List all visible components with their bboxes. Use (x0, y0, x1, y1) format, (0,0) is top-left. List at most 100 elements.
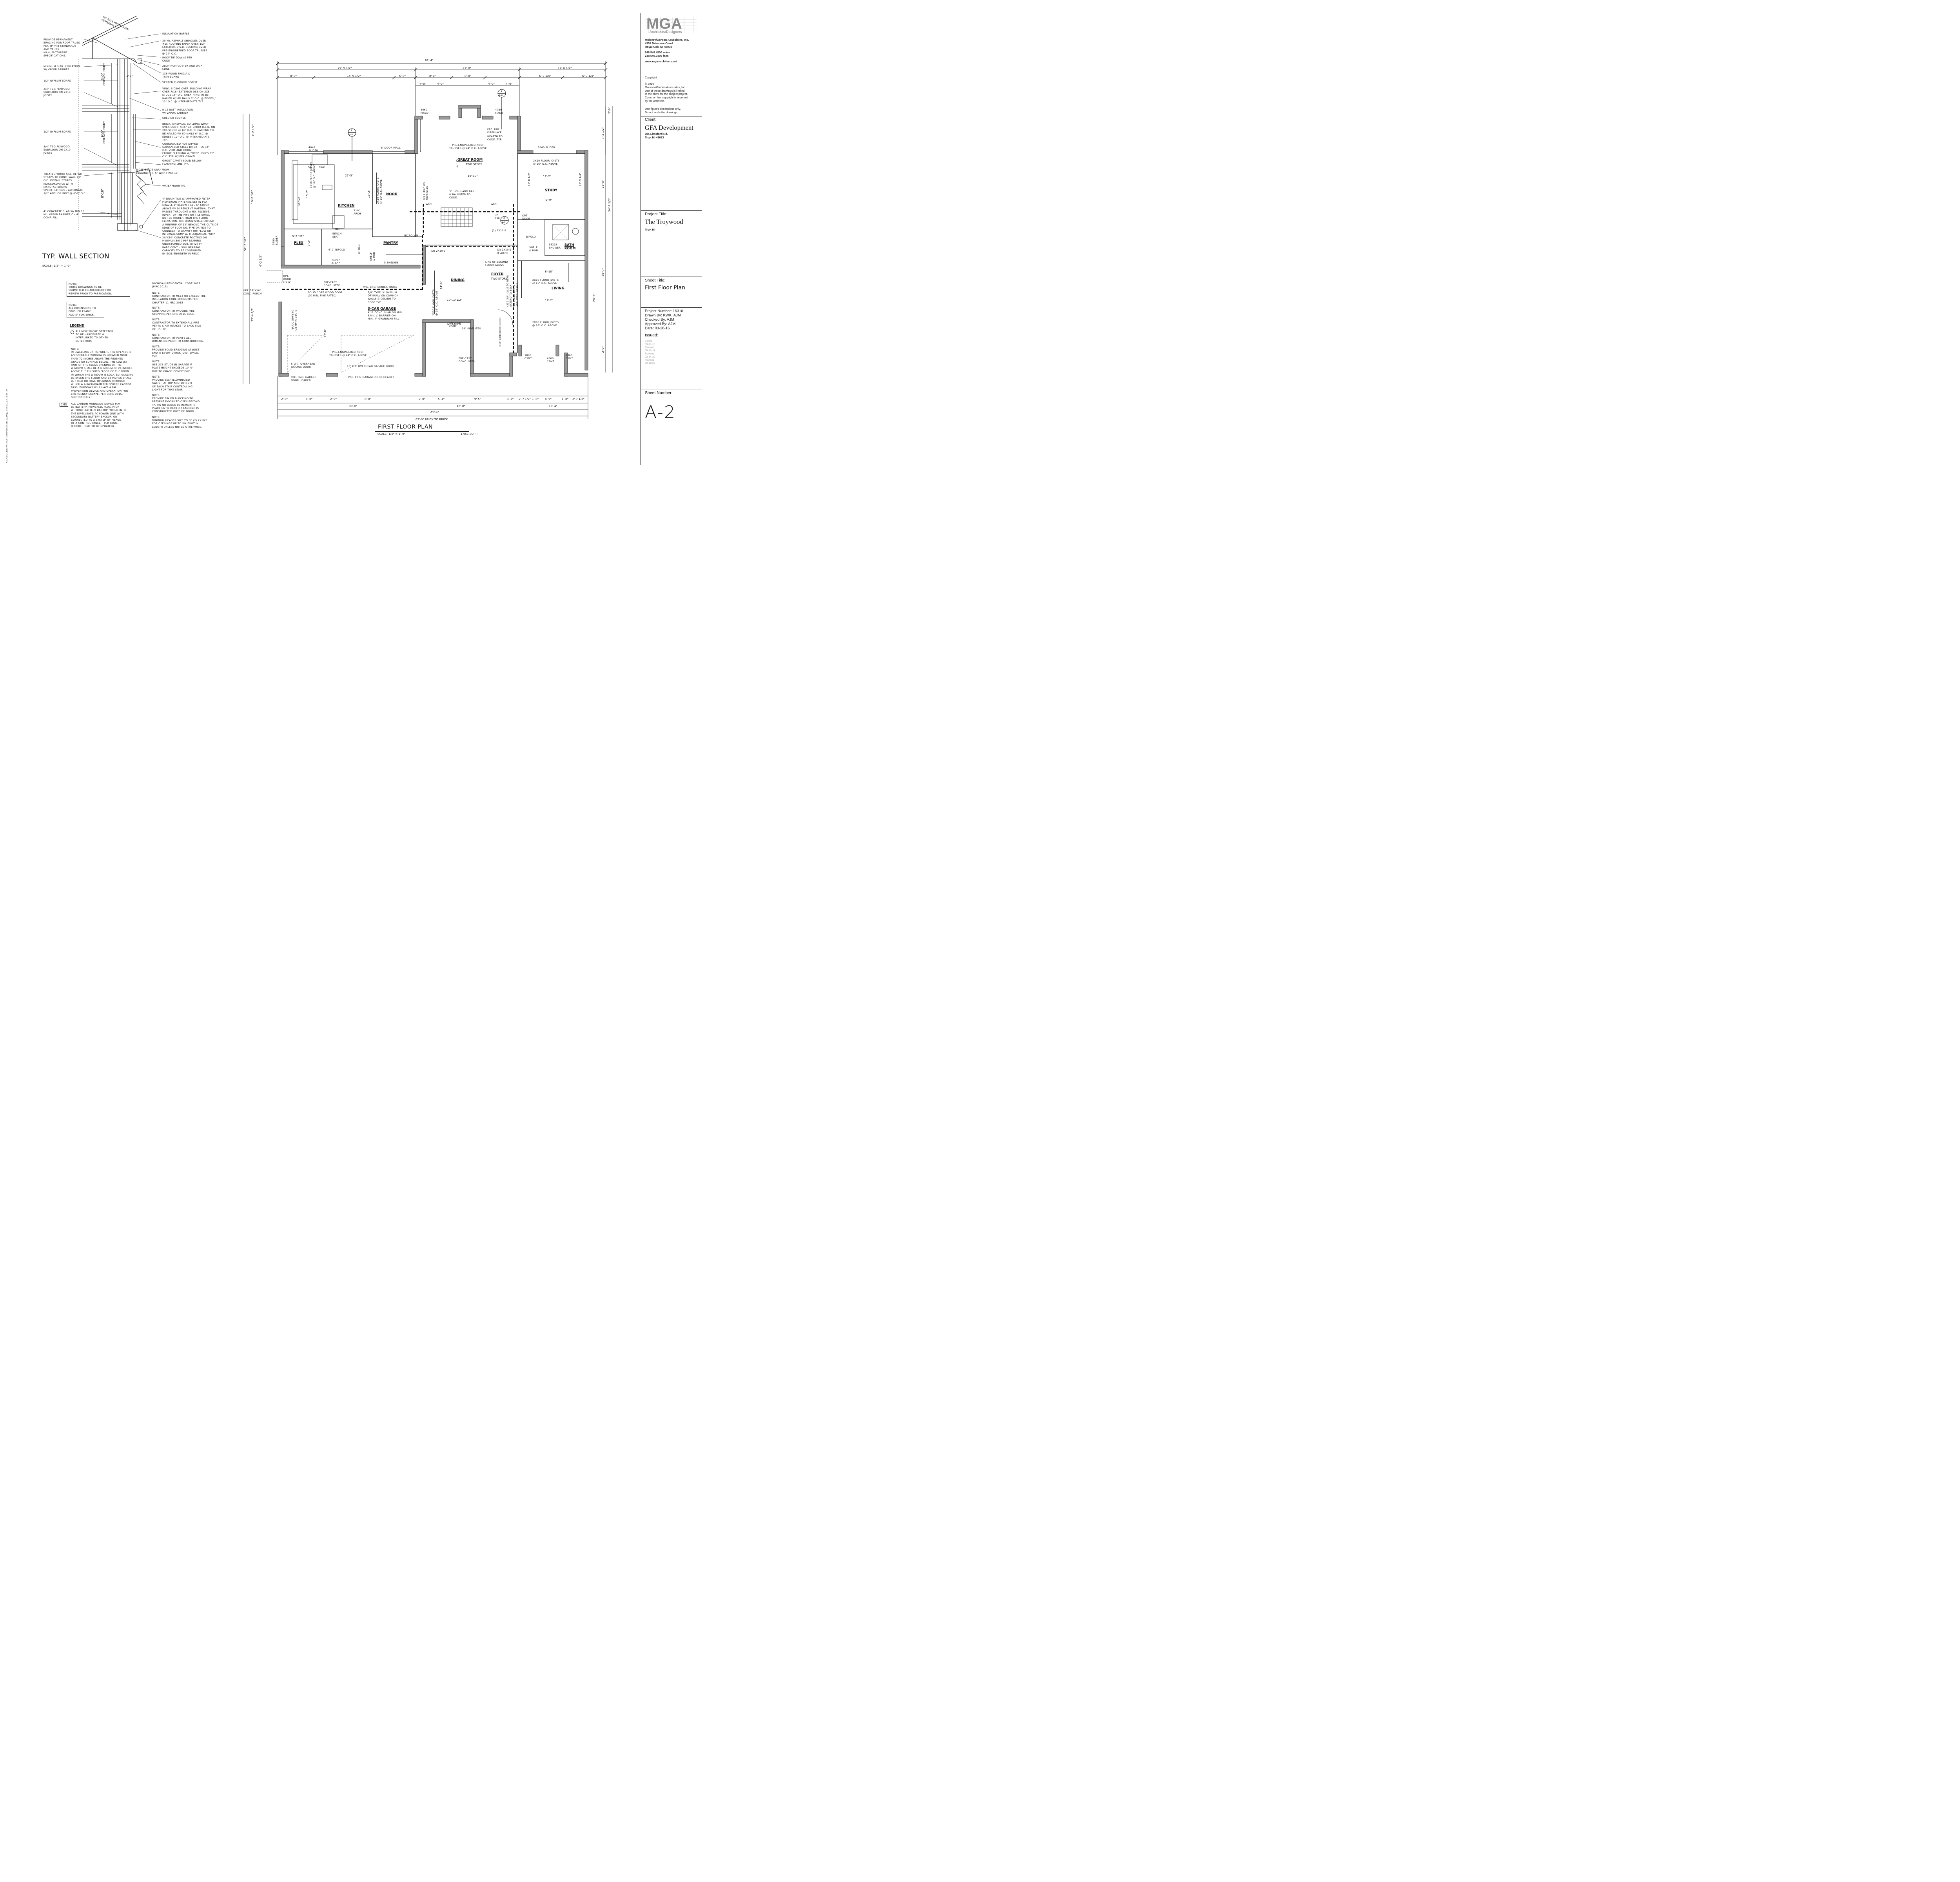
header-2x10-flush: (2) 2x10's (FLUSH) (497, 248, 511, 255)
right-label-grout: GROUT CAVITY SOLID BELOW FLASHING LINE T… (162, 159, 202, 166)
header-2x10-1: (2) 2x10's (431, 249, 445, 253)
dim-top-row2-c: 12'-6 1/2" (558, 66, 572, 70)
room-kitchen-dim3: 15'-2" (367, 190, 370, 198)
room-great-room-dim2: 17'-1" (456, 160, 459, 168)
project-name: The Troywood (645, 218, 683, 225)
plan-title-rule (375, 431, 469, 432)
dim-bot-2: 8'-0" (306, 397, 312, 401)
dim-left-3: 52'-3 1/2" (243, 237, 247, 251)
dim-top-row2-b: 21'-0" (463, 66, 471, 70)
nook-joists-note: 2X10 FLOOR JOISTS @ 16" O.C. ABOVE (376, 177, 383, 204)
dim-left-1: 7'-2 1/2" (251, 124, 255, 136)
dim-bot-13: 2'-7 1/2" (572, 397, 584, 401)
plan-area: 1,951 SQ FT (461, 432, 478, 436)
project-number: Project Number: 16310 (645, 309, 683, 313)
firm-fax: 248.549.7300 facs. (645, 54, 670, 58)
dim-bot-1: 2'-0" (281, 397, 288, 401)
csmt-4060: 4060 CSMT (547, 357, 554, 363)
room-study-dim1: 12'-2" (543, 175, 551, 178)
left-label-subfloor-1: 3/4" T&G PLYWOOD SUBFLOOR ON 2X10 JOISTS (44, 87, 71, 97)
project-title-label: Project Title: (645, 212, 668, 216)
mga-logo: MGA Architects/Designers (645, 16, 697, 35)
plan-title: FIRST FLOOR PLAN (378, 424, 433, 430)
legend-smoke-note: ALL NEW SMOKE DETECTOR TO BE HARDWIRED &… (76, 330, 113, 343)
garage-header-2: PRE. ENG. GARAGE DOOR HEADER (348, 376, 395, 379)
dim-top-row3-c: 5'-0" (399, 74, 406, 78)
hand-rail-note: 3' HIGH HAND RAIL & BALUSTER TO CODE. (449, 190, 475, 200)
room-kitchen-dim2: 15'-2" (306, 190, 309, 198)
csmt-3060: (2) 3060 CSMT (449, 322, 461, 328)
fixed-4060-left: 4060 FIXED (421, 108, 429, 115)
room-flex-dim2: 7'-2" (307, 240, 310, 246)
drawn-by: Drawn By: KWK, AJM (645, 313, 681, 318)
dim-bot-row3: 61'-4" (430, 411, 439, 414)
room-bath: BATH ROOM (564, 243, 576, 250)
dim-top-row3-a: 8'-0" (290, 74, 297, 78)
smoke-detector-icon (71, 331, 74, 334)
right-label-soffit: VENTED PLYWOOD SOFFIT (162, 81, 198, 84)
dim-top-row2-a: 27'-9 1/2" (338, 66, 352, 70)
general-note-4: NOTE: CONTRACTOR TO VERIFY ALL DIMENSION… (152, 333, 205, 343)
microlam-1: (2) 1 3/4" LVL MICROLAM (423, 182, 429, 200)
firm-name: Moiseev/Gordon Associates, Inc. (645, 38, 689, 42)
room-flex: FLEX (294, 241, 303, 245)
dim-right-7: 2'-0" (601, 346, 604, 353)
client-address: 985 Elmsford Rd. Troy, MI 48083 (645, 132, 668, 139)
room-flex-dim: 9'-2 1/2" (292, 235, 304, 238)
wall-section-height-3: 8'-10" (101, 189, 104, 198)
precast-step-1: PRE-CAST CONC. STEP (324, 281, 340, 287)
fireplace-label: PRE. FAB. FIREPLACE (487, 128, 502, 134)
living-joists-note-2: 2X10 FLOOR JOISTS @ 16" O.C. ABOVE (532, 321, 559, 327)
shelf-rod-bath: SHELF & ROD (529, 246, 538, 253)
cmd-tag: CMD (60, 403, 69, 407)
microlam-2: MICROLAM (404, 234, 418, 237)
right-label-siding: VINYL SIDING OVER BUILDING WRAP OVER 7/1… (162, 87, 216, 103)
logo-subtext: Architects/Designers (650, 30, 682, 34)
note-box-truss: NOTE: TRUSS DRAWINGS TO BE SUBMITTED TO … (67, 281, 130, 297)
dim-right-1: 2'-0" (608, 107, 611, 114)
file-path-label: C:\AAAA DRAWINGS\Troywood 16310A2.dwg, 2… (5, 389, 8, 463)
room-pantry: PANTRY (383, 241, 398, 245)
client-name: GFA Development (645, 124, 693, 131)
left-label-sill: TREATED WOOD SILL TIE WITH STRAPS TO CON… (44, 173, 87, 195)
tb-divider-3 (641, 210, 702, 211)
right-label-brick: BRICK, AIRSPACE, BUILDING WRAP OVER CONT… (162, 122, 215, 142)
right-label-gutter: ALUMINUM GUTTER AND DRIP EDGE (162, 64, 202, 71)
dining-joists-note: 2X10 FLOOR JOISTS @ 16" O.C. ABOVE (432, 289, 439, 316)
note-box-dimensions: NOTE: ALL DIMENSIONS TO FINISHED FRAME A… (67, 302, 104, 318)
left-label-gypsum-2: 1/2" GYPSUM BOARD (44, 130, 72, 133)
bifold-2: BIFOLD (358, 244, 361, 254)
room-study-dim2: 9'-0" (546, 198, 552, 202)
room-garage-dim: 20'-8" (324, 329, 327, 337)
wall-section-ceiling-height-2: CEILING HEIGHT (103, 121, 106, 144)
general-note-5: NOTE: PROVIDE SOLID BRIDGING AT JOIST EN… (152, 345, 200, 358)
figured-dims-note: Use figured dimensions only. Do not scal… (645, 107, 681, 114)
room-kitchen: KITCHEN (338, 204, 354, 208)
dim-right-5: 39'-7" (601, 268, 604, 276)
stair-up: UP 15R (495, 214, 500, 220)
section-marker-3-sheet: A-6 (502, 222, 506, 224)
bifold-3: BIFOLD (526, 235, 536, 238)
project-city: Troy, MI (645, 228, 655, 231)
opt-door-1: OPT. DOOR 2'x 6' (283, 274, 291, 284)
left-label-subfloor-2: 3/4" T&G PLYWOOD SUBFLOOR ON 2X10 JOISTS (44, 145, 71, 155)
room-study-dim4: 13'-9 1/4" (579, 173, 582, 186)
dim-bot-3: 2'-0" (330, 397, 337, 401)
dim-bot-8: 3'-3" (507, 397, 514, 401)
shower-label: 36x36 SHOWER (549, 243, 561, 250)
dim-bot-4: 8'-0" (365, 397, 371, 401)
room-dining-dim2: 14'-0" (440, 281, 443, 289)
hearth-label: HEARTH TO CODE. TYP. (487, 135, 503, 142)
wall-section-ceiling-height-1: CEILING HEIGHT (103, 63, 106, 85)
right-label-ties: CORRUGATED HOT DIPPED GALVANIZED STEEL B… (162, 142, 210, 152)
drawing-date: Date: 03-28-16 (645, 326, 670, 331)
room-study: STUDY (545, 189, 558, 193)
left-label-bracing: PROVIDE PERMANENT BRACING FOR ROOF TRUSS… (44, 38, 80, 58)
dim-top-row3-f: 6'-3 1/4" (539, 74, 551, 78)
door-wall: 6' DOOR WALL (381, 146, 401, 149)
dim-bot-7: 9'-5" (474, 397, 481, 401)
living-joists-note-1: 2X10 FLOOR JOISTS @ 16" O.C. ABOVE (532, 278, 559, 285)
ref-label: REF (335, 227, 340, 231)
dim-right-3: 19'-5" (601, 180, 604, 188)
room-study-dim3: 10'-8 1/2" (528, 173, 531, 186)
